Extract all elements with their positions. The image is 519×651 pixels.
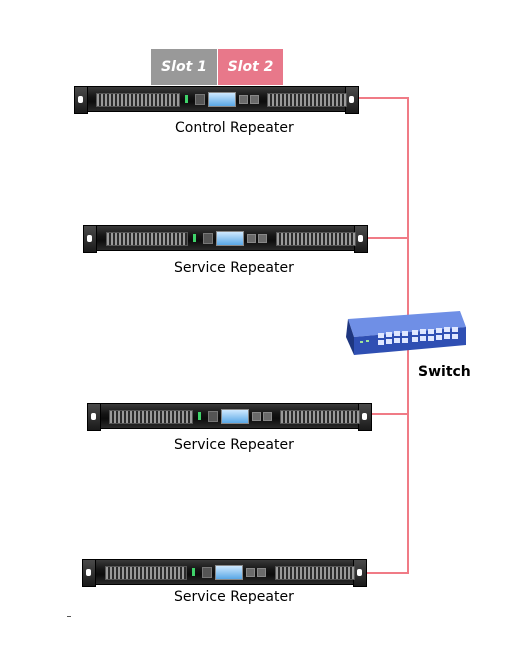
slot-2-tab: Slot 2 [218, 49, 284, 85]
switch-label: Switch [418, 364, 471, 380]
control-repeater-label: Control Repeater [175, 120, 294, 136]
service-repeater-3-label: Service Repeater [174, 589, 294, 605]
service-repeater-1-label: Service Repeater [174, 260, 294, 276]
network-switch-icon [340, 307, 468, 357]
link-service-2 [371, 413, 409, 415]
service-repeater-1-device [83, 225, 368, 253]
link-service-3 [364, 572, 409, 574]
control-repeater-device [74, 86, 359, 114]
link-service-1 [367, 237, 409, 239]
stray-mark [67, 616, 71, 617]
slot-1-tab: Slot 1 [151, 49, 218, 85]
service-repeater-3-device [82, 559, 367, 587]
link-control [357, 97, 409, 99]
service-repeater-2-label: Service Repeater [174, 437, 294, 453]
service-repeater-2-device [87, 403, 372, 431]
